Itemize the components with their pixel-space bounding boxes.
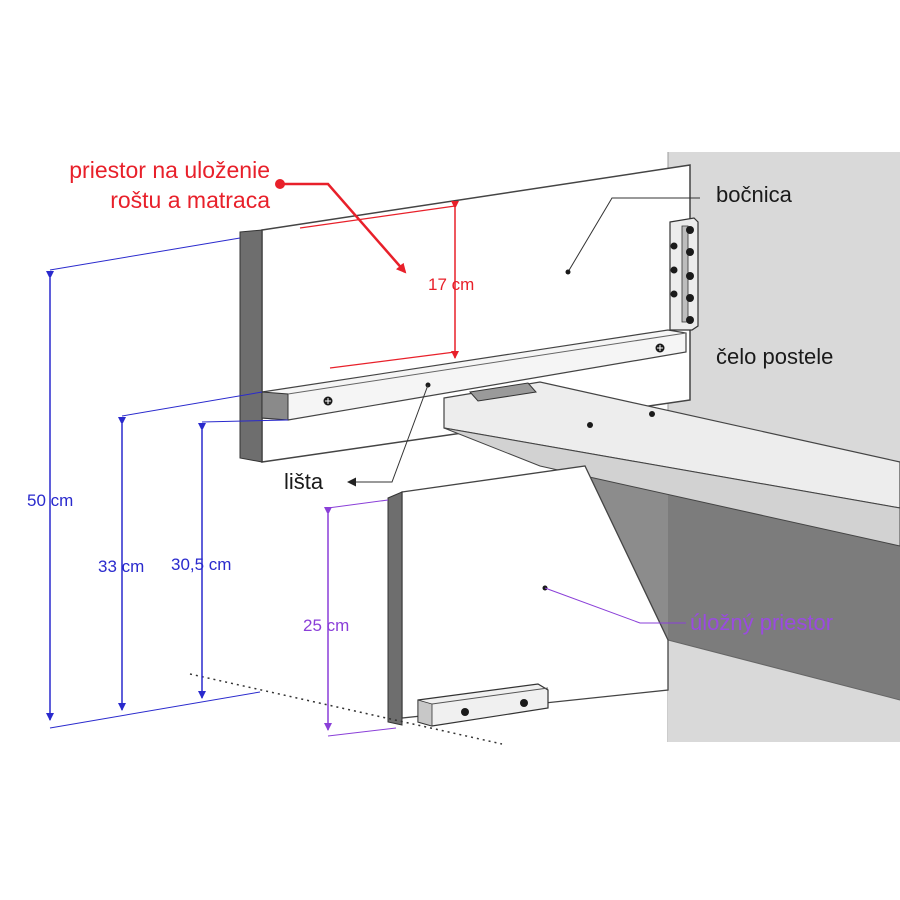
dimension-25: 25 cm <box>303 499 397 737</box>
storage-label: úložný priestor <box>690 610 833 635</box>
rail-label: lišta <box>284 469 324 494</box>
dim-33-label: 33 cm <box>98 557 144 576</box>
middle-beam <box>443 381 900 547</box>
rail-screw <box>655 343 665 353</box>
headboard-label: čelo postele <box>716 344 833 369</box>
side-panel-label: bočnica <box>716 182 793 207</box>
dimension-blue: 50 cm 33 cm 30,5 cm <box>27 237 289 729</box>
dim-17-label: 17 cm <box>428 275 474 294</box>
dim-30-5-label: 30,5 cm <box>171 555 231 574</box>
dim-25-label: 25 cm <box>303 616 349 635</box>
space-label-line1: priestor na uloženie <box>69 157 270 183</box>
corner-hinge <box>669 217 699 331</box>
corner-block <box>417 683 549 727</box>
rail-screw <box>323 396 333 406</box>
leader-lines <box>347 197 700 624</box>
space-label-line2: roštu a matraca <box>110 187 270 213</box>
storage-panel <box>387 465 669 726</box>
dimension-17: 17 cm <box>299 201 474 369</box>
space-callout <box>275 179 407 274</box>
dim-50-label: 50 cm <box>27 491 73 510</box>
